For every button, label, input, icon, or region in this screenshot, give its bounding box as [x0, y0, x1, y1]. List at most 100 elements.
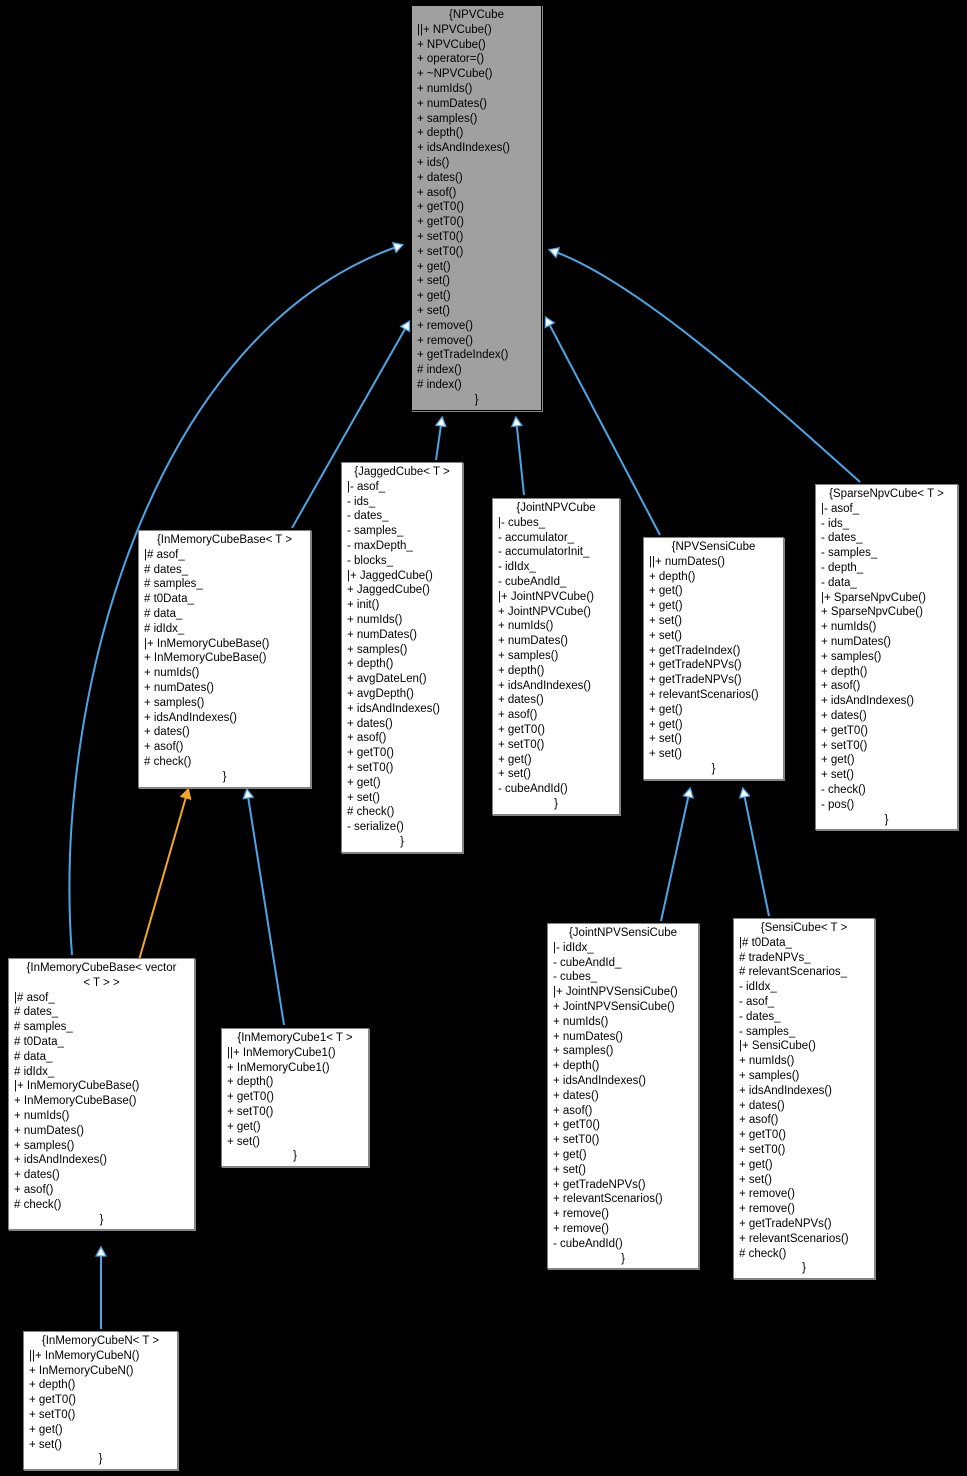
class-member: + set() [227, 1135, 260, 1148]
class-title: {SensiCube< T > [760, 922, 848, 934]
class-members: |# asof_# dates_# samples_# t0Data_# dat… [9, 991, 194, 1213]
class-member: |# asof_ [14, 991, 55, 1004]
class-member: + asof() [553, 1104, 593, 1117]
class-member: + get() [227, 1120, 261, 1133]
class-member: + dates() [144, 726, 190, 739]
class-member: + getTradeNPVs() [739, 1217, 832, 1230]
class-member: + numIds() [498, 620, 554, 633]
class-member: + set() [649, 748, 682, 761]
class-member: - accumulator_ [498, 531, 575, 544]
class-member: + InMemoryCubeBase() [14, 1095, 137, 1108]
class-member: # relevantScenarios_ [739, 966, 848, 979]
class-member: + get() [347, 776, 381, 789]
class-member: # t0Data_ [144, 593, 194, 606]
class-member: - dates_ [739, 1010, 781, 1023]
class-member: + setT0() [417, 245, 464, 258]
class-member: - cubeAndId() [553, 1237, 623, 1250]
class-member: + JaggedCube() [347, 584, 430, 597]
class-member: # index() [417, 364, 462, 377]
class-member: + setT0() [821, 739, 868, 752]
class-member: + getTradeIndex() [649, 644, 741, 657]
class-member: + dates() [498, 694, 544, 707]
class-member: + getT0() [821, 724, 868, 737]
class-member: + remove() [553, 1208, 609, 1221]
class-member: - cubeAndId_ [498, 575, 567, 588]
class-member: + numIds() [144, 667, 200, 680]
class-member: + get() [29, 1423, 63, 1436]
class-member: + get() [649, 718, 683, 731]
class-node-inmemorycubebase-t[interactable]: {InMemoryCubeBase< T > |# asof_# dates_#… [138, 530, 311, 788]
class-member: + relevantScenarios() [649, 688, 759, 701]
class-member: + asof() [347, 732, 387, 745]
class-member: + get() [821, 754, 855, 767]
class-member: + relevantScenarios() [553, 1193, 663, 1206]
class-member: + relevantScenarios() [739, 1232, 849, 1245]
class-node-sparsenpvcube[interactable]: {SparseNpvCube< T > |- asof_- ids_- date… [815, 484, 958, 831]
class-member: + asof() [14, 1183, 54, 1196]
class-member: + samples() [417, 112, 478, 125]
class-member: + set() [498, 768, 531, 781]
class-node-npvsensicube[interactable]: {NPVSensiCube ||+ numDates()+ depth()+ g… [643, 537, 784, 780]
class-node-inmemorycubebase-vector[interactable]: {InMemoryCubeBase< vector < T > > |# aso… [8, 958, 195, 1231]
class-member: - idIdx_ [739, 981, 777, 994]
class-member: ||+ numDates() [649, 555, 725, 568]
class-member: + ids() [417, 156, 450, 169]
class-member: + InMemoryCubeN() [29, 1364, 134, 1377]
class-member: + JointNPVCube() [498, 605, 591, 618]
class-member: + setT0() [347, 761, 394, 774]
class-member: + setT0() [29, 1408, 76, 1421]
class-member: + numDates() [144, 681, 214, 694]
class-member: # tradeNPVs_ [739, 951, 811, 964]
class-member: - cubes_ [553, 971, 598, 984]
class-member: + InMemoryCube1() [227, 1061, 330, 1074]
class-member: + numDates() [347, 628, 417, 641]
class-close-brace: } [711, 762, 716, 775]
class-member: - samples_ [739, 1025, 796, 1038]
class-member: + dates() [553, 1089, 599, 1102]
class-member: + set() [417, 304, 450, 317]
class-member: + idsAndIndexes() [739, 1084, 833, 1097]
class-member: + depth() [417, 127, 464, 140]
class-member: + idsAndIndexes() [14, 1154, 108, 1167]
class-title: {SparseNpvCube< T > [829, 488, 944, 500]
class-member: - samples_ [821, 547, 878, 560]
class-node-inmemorycube1[interactable]: {InMemoryCube1< T > ||+ InMemoryCube1()+… [221, 1028, 369, 1168]
class-member: + getTradeIndex() [417, 349, 509, 362]
class-members: |# t0Data_# tradeNPVs_# relevantScenario… [734, 936, 874, 1262]
class-title: {NPVCube [449, 9, 504, 21]
edge-inmemorycube1-to-inmemorycubebase-t [247, 790, 285, 1026]
class-member: + getTradeNPVs() [553, 1178, 646, 1191]
class-member: + set() [649, 614, 682, 627]
class-member: + set() [553, 1163, 586, 1176]
class-member: + samples() [14, 1139, 75, 1152]
edge-jaggedcube-to-npvcube [436, 418, 442, 461]
class-member: + setT0() [739, 1143, 786, 1156]
class-node-npvcube[interactable]: {NPVCube ||+ NPVCube()+ NPVCube()+ opera… [411, 5, 542, 411]
class-member: + numIds() [821, 621, 877, 634]
class-member: # check() [347, 806, 395, 819]
edge-sensicube-to-npvsensicube [743, 789, 770, 917]
class-member: + dates() [347, 717, 393, 730]
class-member: + numIds() [14, 1109, 70, 1122]
class-member: + idsAndIndexes() [347, 702, 441, 715]
class-member: - data_ [821, 576, 857, 589]
class-member: + set() [29, 1438, 62, 1451]
class-node-jointnpvcube[interactable]: {JointNPVCube |- cubes_- accumulator_- a… [492, 498, 620, 815]
class-member: + numIds() [739, 1055, 795, 1068]
class-node-jointnpvsensicube[interactable]: {JointNPVSensiCube |- idIdx_- cubeAndId_… [547, 923, 699, 1270]
class-node-inmemorycuben[interactable]: {InMemoryCubeN< T > ||+ InMemoryCubeN()+… [23, 1331, 178, 1471]
class-member: + samples() [739, 1069, 800, 1082]
class-member: + getT0() [417, 216, 464, 229]
class-node-sensicube[interactable]: {SensiCube< T > |# t0Data_# tradeNPVs_# … [733, 918, 875, 1280]
class-close-brace: } [400, 835, 404, 848]
class-member: |+ JointNPVSensiCube() [553, 986, 678, 999]
edge-jointnpvcube-to-npvcube [516, 418, 525, 496]
class-member: + get() [649, 600, 683, 613]
class-members: |- asof_- ids_- dates_- samples_- depth_… [816, 502, 957, 813]
class-title: {InMemoryCubeBase< vector < T > > [26, 962, 177, 989]
class-member: + set() [649, 733, 682, 746]
class-member: + operator=() [417, 53, 485, 66]
class-member: + get() [553, 1148, 587, 1161]
class-node-jaggedcube[interactable]: {JaggedCube< T > |- asof_- ids_- dates_-… [341, 462, 463, 853]
class-member: - check() [821, 783, 866, 796]
